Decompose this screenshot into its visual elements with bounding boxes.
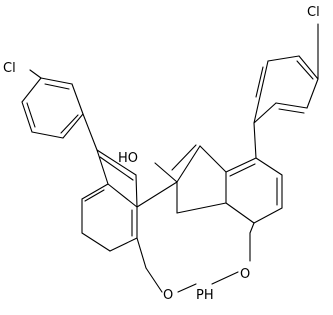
right-indene-unit: [136, 144, 283, 234]
left-chlorophenyl-ring: [21, 69, 84, 139]
phosphorus-label: PH: [196, 288, 214, 303]
hydroxyl-bond: [154, 162, 178, 183]
right-chlorophenyl-ring: [253, 23, 319, 159]
phosphonite-ring: [145, 232, 251, 293]
hydroxyl-label: HO: [118, 151, 138, 166]
chlorine-right-label: Cl: [307, 5, 320, 20]
chlorine-left-label: Cl: [3, 61, 16, 76]
oxygen-left-label: O: [163, 288, 173, 303]
left-indene-unit: [81, 113, 147, 269]
oxygen-right-label: O: [240, 267, 250, 282]
